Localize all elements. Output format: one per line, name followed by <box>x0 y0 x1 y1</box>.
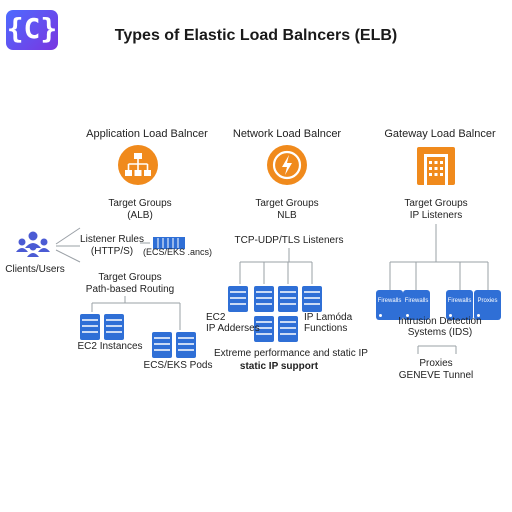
listener-rules-sub: (HTTP/S) <box>90 246 134 257</box>
nlb-header: Network Load Balncer <box>232 128 342 140</box>
alb-target-groups: Target Groups <box>108 198 172 209</box>
gwlb-target-groups-sub: IP Listeners <box>409 210 463 221</box>
ip-target-icon <box>254 316 274 342</box>
appliance-label: Firewalls <box>447 298 472 304</box>
hierarchy-icon <box>118 145 158 185</box>
proxies-label: Proxies <box>419 358 453 369</box>
ecs-eks-tag: (ECS/EKS .ancs) <box>143 247 213 257</box>
alb-target-groups-sub: (ALB) <box>127 210 153 221</box>
nlb-target-groups-sub: NLB <box>277 210 297 221</box>
ecs-eks-pods-label: ECS/EKS Pods <box>143 360 213 371</box>
appliance-box: Firewalls <box>446 290 473 320</box>
ip-target-icon <box>254 286 274 312</box>
alb-routing: Target Groups <box>98 272 162 283</box>
ids-sub-label: Systems (IDS) <box>407 327 473 338</box>
ec2-instance-icon <box>104 314 124 340</box>
ids-label: Intrusion Detection <box>398 316 482 327</box>
ecs-pod-icon <box>176 332 196 358</box>
ec2-target-icon <box>228 286 248 312</box>
listener-rules: Listener Rules <box>80 234 144 245</box>
gateway-icon <box>417 147 455 185</box>
ecs-container-icon <box>153 237 185 249</box>
nlb-functions-label: Functions <box>304 323 348 334</box>
clients-label: Clients/Users <box>5 264 65 275</box>
appliance-box: Firewalls <box>403 290 430 320</box>
nlb-ip-addresses-label: IP Adderses <box>206 323 260 334</box>
appliance-label: Firewalls <box>404 298 429 304</box>
nlb-perf-text: Extreme performance and static IP <box>214 348 368 359</box>
brand-logo-text: {C} <box>6 12 58 45</box>
nlb-ip-lambda-label: IP Lamóda <box>304 312 353 323</box>
nlb-target-groups: Target Groups <box>255 198 319 209</box>
appliance-label: Proxies <box>477 298 498 304</box>
page-title: Types of Elastic Load Balncers (ELB) <box>114 27 398 44</box>
appliance-box: Firewalls <box>376 290 403 320</box>
gwlb-target-groups: Target Groups <box>404 198 468 209</box>
appliance-label: Firewalls <box>377 298 402 304</box>
ip-target-icon <box>278 286 298 312</box>
nlb-listeners: TCP-UDP/TLS Listeners <box>234 235 344 246</box>
geneve-label: GENEVE Tunnel <box>398 370 474 381</box>
nlb-static-ip-text: static IP support <box>239 361 319 372</box>
alb-routing-sub: Path-based Routing <box>85 284 175 295</box>
users-icon <box>16 231 50 257</box>
alb-header: Application Load Balncer <box>86 128 208 140</box>
lambda-target-icon <box>302 286 322 312</box>
gwlb-header: Gateway Load Balncer <box>384 128 496 140</box>
ec2-instance-icon <box>80 314 100 340</box>
ecs-pod-icon <box>152 332 172 358</box>
ip-target-icon <box>278 316 298 342</box>
nlb-ec2-label: EC2 <box>206 312 226 323</box>
brand-logo: {C} <box>6 10 58 50</box>
lightning-icon <box>267 145 307 185</box>
appliance-box: Proxies <box>474 290 501 320</box>
ec2-instances-label: EC2 Instances <box>77 341 143 352</box>
